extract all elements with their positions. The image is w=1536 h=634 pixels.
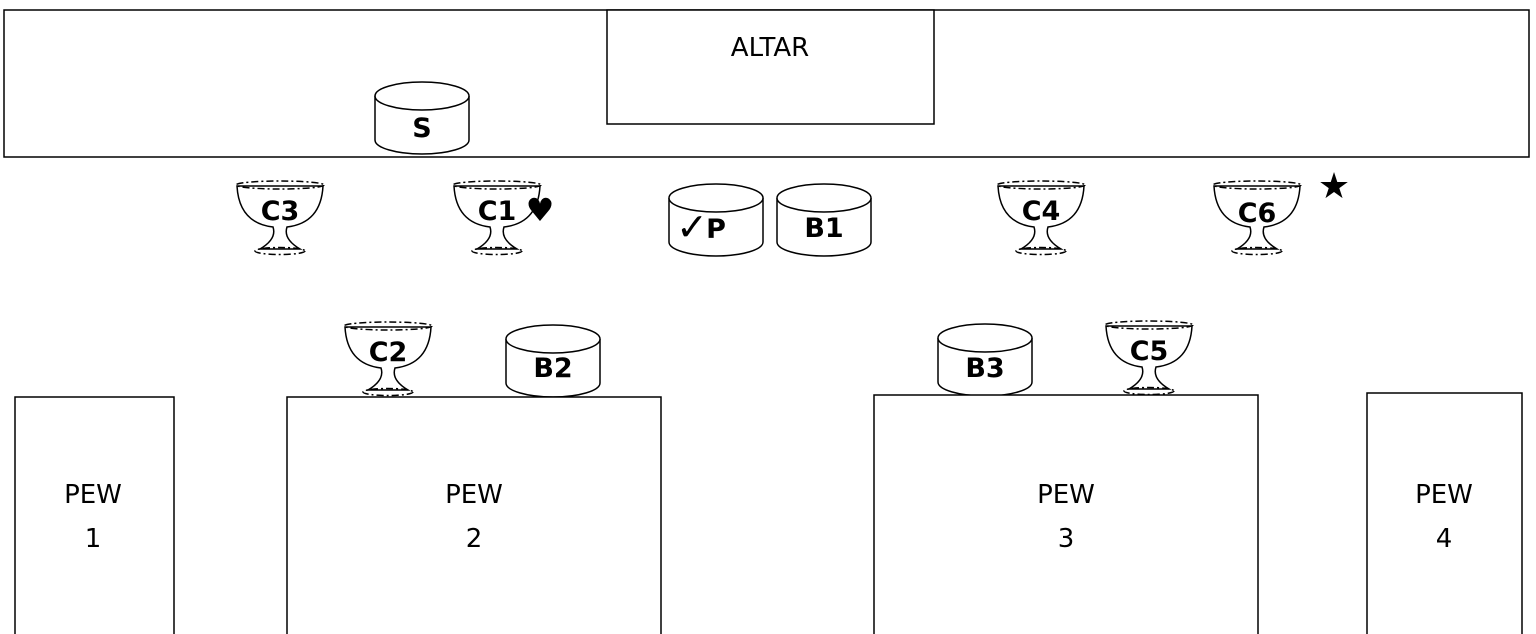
container-b3[interactable]: B3 <box>937 323 1033 397</box>
pew-4-label-line2: 4 <box>1436 524 1453 554</box>
chalice-c4[interactable]: C4 <box>996 180 1086 256</box>
container-b3-label: B3 <box>965 353 1004 384</box>
altar-label: ALTAR <box>731 33 809 63</box>
chalice-c6-label: C6 <box>1238 198 1277 229</box>
chalice-c2[interactable]: C2 <box>343 321 433 397</box>
altar-box <box>606 9 935 125</box>
container-p-label: P <box>706 214 726 245</box>
chalice-c6[interactable]: C6 ★ <box>1212 166 1350 256</box>
pew-2-label-line2: 2 <box>466 524 483 554</box>
pew-1-label-line2: 1 <box>85 524 102 554</box>
pew-3-label-line2: 3 <box>1058 524 1075 554</box>
pew-2: PEW 2 <box>286 396 662 634</box>
chalice-c1[interactable]: C1 ♥ <box>452 180 555 256</box>
chalice-c1-label: C1 <box>478 196 517 227</box>
checkmark-icon: ✓ <box>676 205 708 249</box>
container-s[interactable]: S <box>374 81 470 155</box>
chalice-c3-label: C3 <box>261 196 300 227</box>
pew-3: PEW 3 <box>873 394 1259 634</box>
chalice-c5-label: C5 <box>1130 336 1169 367</box>
container-b2[interactable]: B2 <box>505 324 601 398</box>
star-icon: ★ <box>1318 166 1350 207</box>
pew-3-label-line1: PEW <box>1037 480 1095 510</box>
container-s-label: S <box>412 113 431 144</box>
chalice-c3[interactable]: C3 <box>235 180 325 256</box>
container-p[interactable]: ✓ P <box>668 183 764 257</box>
chalice-c5[interactable]: C5 <box>1104 320 1194 396</box>
pew-1: PEW 1 <box>14 396 175 634</box>
pew-2-label-line1: PEW <box>445 480 503 510</box>
pew-4: PEW 4 <box>1366 392 1523 634</box>
pew-4-label-line1: PEW <box>1415 480 1473 510</box>
container-b1[interactable]: B1 <box>776 183 872 257</box>
container-b2-label: B2 <box>533 353 572 384</box>
heart-icon: ♥ <box>526 191 555 229</box>
chalice-c2-label: C2 <box>369 337 408 368</box>
pew-1-label-line1: PEW <box>64 480 122 510</box>
container-b1-label: B1 <box>804 213 843 244</box>
chalice-c4-label: C4 <box>1022 196 1061 227</box>
